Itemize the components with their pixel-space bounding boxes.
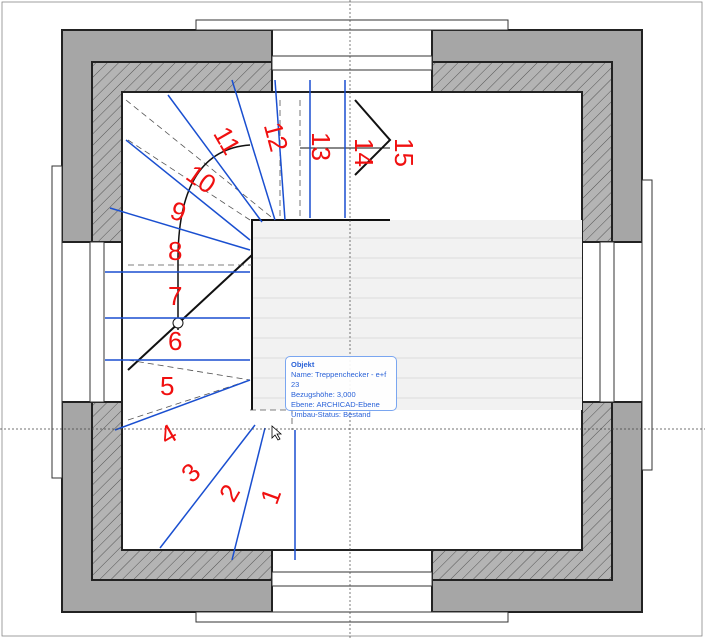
tooltip-height: Bezugshöhe: 3,000 (291, 390, 356, 399)
walking-line (177, 144, 251, 330)
object-info-tooltip: Objekt Name: Treppenchecker - e+f 23 Bez… (285, 356, 397, 419)
stair-dashed-lines (125, 99, 301, 430)
cursor-icon (271, 425, 283, 441)
step-lines (105, 79, 346, 561)
step-number: 7 (168, 281, 182, 311)
stair-outline (127, 99, 392, 410)
windows (51, 19, 653, 623)
tooltip-title: Objekt (291, 360, 315, 369)
step-number: 14 (349, 138, 379, 167)
step-number: 5 (160, 371, 174, 401)
tooltip-status: Umbau-Status: Bestand (291, 410, 371, 419)
tooltip-name: Name: Treppenchecker - e+f 23 (291, 370, 387, 389)
step-number: 8 (168, 236, 182, 266)
step-number: 15 (389, 138, 419, 167)
step-number: 13 (306, 132, 336, 161)
tooltip-layer: Ebene: ARCHICAD-Ebene (291, 400, 380, 409)
step-number: 6 (168, 326, 182, 356)
